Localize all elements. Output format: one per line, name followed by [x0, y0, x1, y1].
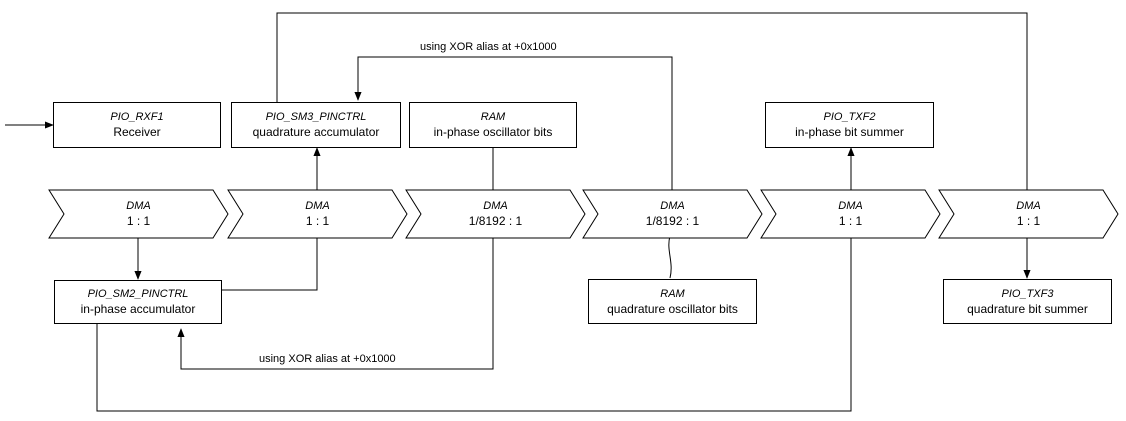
- dma-stage-5: DMA 1 : 1: [760, 189, 941, 239]
- in-phase-accumulator-box: PIO_SM2_PINCTRL in-phase accumulator: [54, 280, 222, 324]
- quadrature-accumulator-label: quadrature accumulator: [252, 125, 380, 139]
- sm2-to-dma2-path: [222, 236, 318, 291]
- receiver-box: PIO_RXF1 Receiver: [53, 102, 221, 148]
- dma-4-ratio: 1/8192 : 1: [645, 214, 700, 228]
- dma-stage-4: DMA 1/8192 : 1: [582, 189, 763, 239]
- dma-stage-1: DMA 1 : 1: [48, 189, 229, 239]
- dma-6-title: DMA: [1016, 200, 1041, 212]
- loop-sm3-to-txf3: [276, 12, 1031, 279]
- in-phase-bit-summer-title: PIO_TXF2: [823, 111, 876, 123]
- quadrature-bit-summer-title: PIO_TXF3: [1001, 287, 1054, 300]
- dma-5-title: DMA: [838, 200, 863, 212]
- receiver-title: PIO_RXF1: [110, 111, 164, 123]
- in-phase-osc-ram-label: in-phase oscillator bits: [433, 125, 553, 139]
- dma-6-ratio: 1 : 1: [1016, 214, 1041, 228]
- loop-sm2-to-dma5: [96, 237, 852, 412]
- xor-alias-top-arrow: [354, 56, 673, 190]
- quadrature-accumulator-title: PIO_SM3_PINCTRL: [265, 111, 367, 123]
- quadrature-osc-ram-label: quadrature oscillator bits: [607, 301, 738, 316]
- quadrature-bit-summer-box: PIO_TXF3 quadrature bit summer: [943, 279, 1112, 324]
- xor-alias-note-top: using XOR alias at +0x1000: [420, 41, 557, 53]
- in-phase-osc-ram-box: RAM in-phase oscillator bits: [409, 102, 577, 148]
- dma-5-ratio: 1 : 1: [838, 214, 863, 228]
- dma-1-ratio: 1 : 1: [126, 214, 151, 228]
- dma-stage-2: DMA 1 : 1: [227, 189, 408, 239]
- dma4-to-ram2-line: [668, 235, 672, 279]
- quadrature-osc-ram-box: RAM quadrature oscillator bits: [588, 279, 757, 324]
- in-phase-osc-ram-title: RAM: [480, 111, 506, 123]
- dma-3-title: DMA: [483, 200, 508, 212]
- quadrature-osc-ram-title: RAM: [660, 287, 685, 300]
- xor-alias-note-bottom: using XOR alias at +0x1000: [259, 353, 396, 365]
- in-phase-bit-summer-label: in-phase bit summer: [795, 125, 904, 139]
- in-phase-bit-summer-box: PIO_TXF2 in-phase bit summer: [765, 102, 934, 148]
- dma-2-title: DMA: [305, 200, 330, 212]
- dma-3-ratio: 1/8192 : 1: [468, 214, 523, 228]
- quadrature-accumulator-box: PIO_SM3_PINCTRL quadrature accumulator: [231, 102, 401, 148]
- receiver-label: Receiver: [113, 125, 161, 139]
- dma-stage-3: DMA 1/8192 : 1: [405, 189, 586, 239]
- dma-4-title: DMA: [660, 200, 685, 212]
- dma-2-ratio: 1 : 1: [305, 214, 330, 228]
- xor-alias-bottom-arrow: [177, 237, 494, 370]
- dma-stage-6: DMA 1 : 1: [938, 189, 1119, 239]
- in-phase-accumulator-label: in-phase accumulator: [80, 302, 196, 316]
- in-phase-accumulator-title: PIO_SM2_PINCTRL: [87, 288, 189, 300]
- dma-1-title: DMA: [126, 200, 151, 212]
- quadrature-bit-summer-label: quadrature bit summer: [967, 301, 1088, 316]
